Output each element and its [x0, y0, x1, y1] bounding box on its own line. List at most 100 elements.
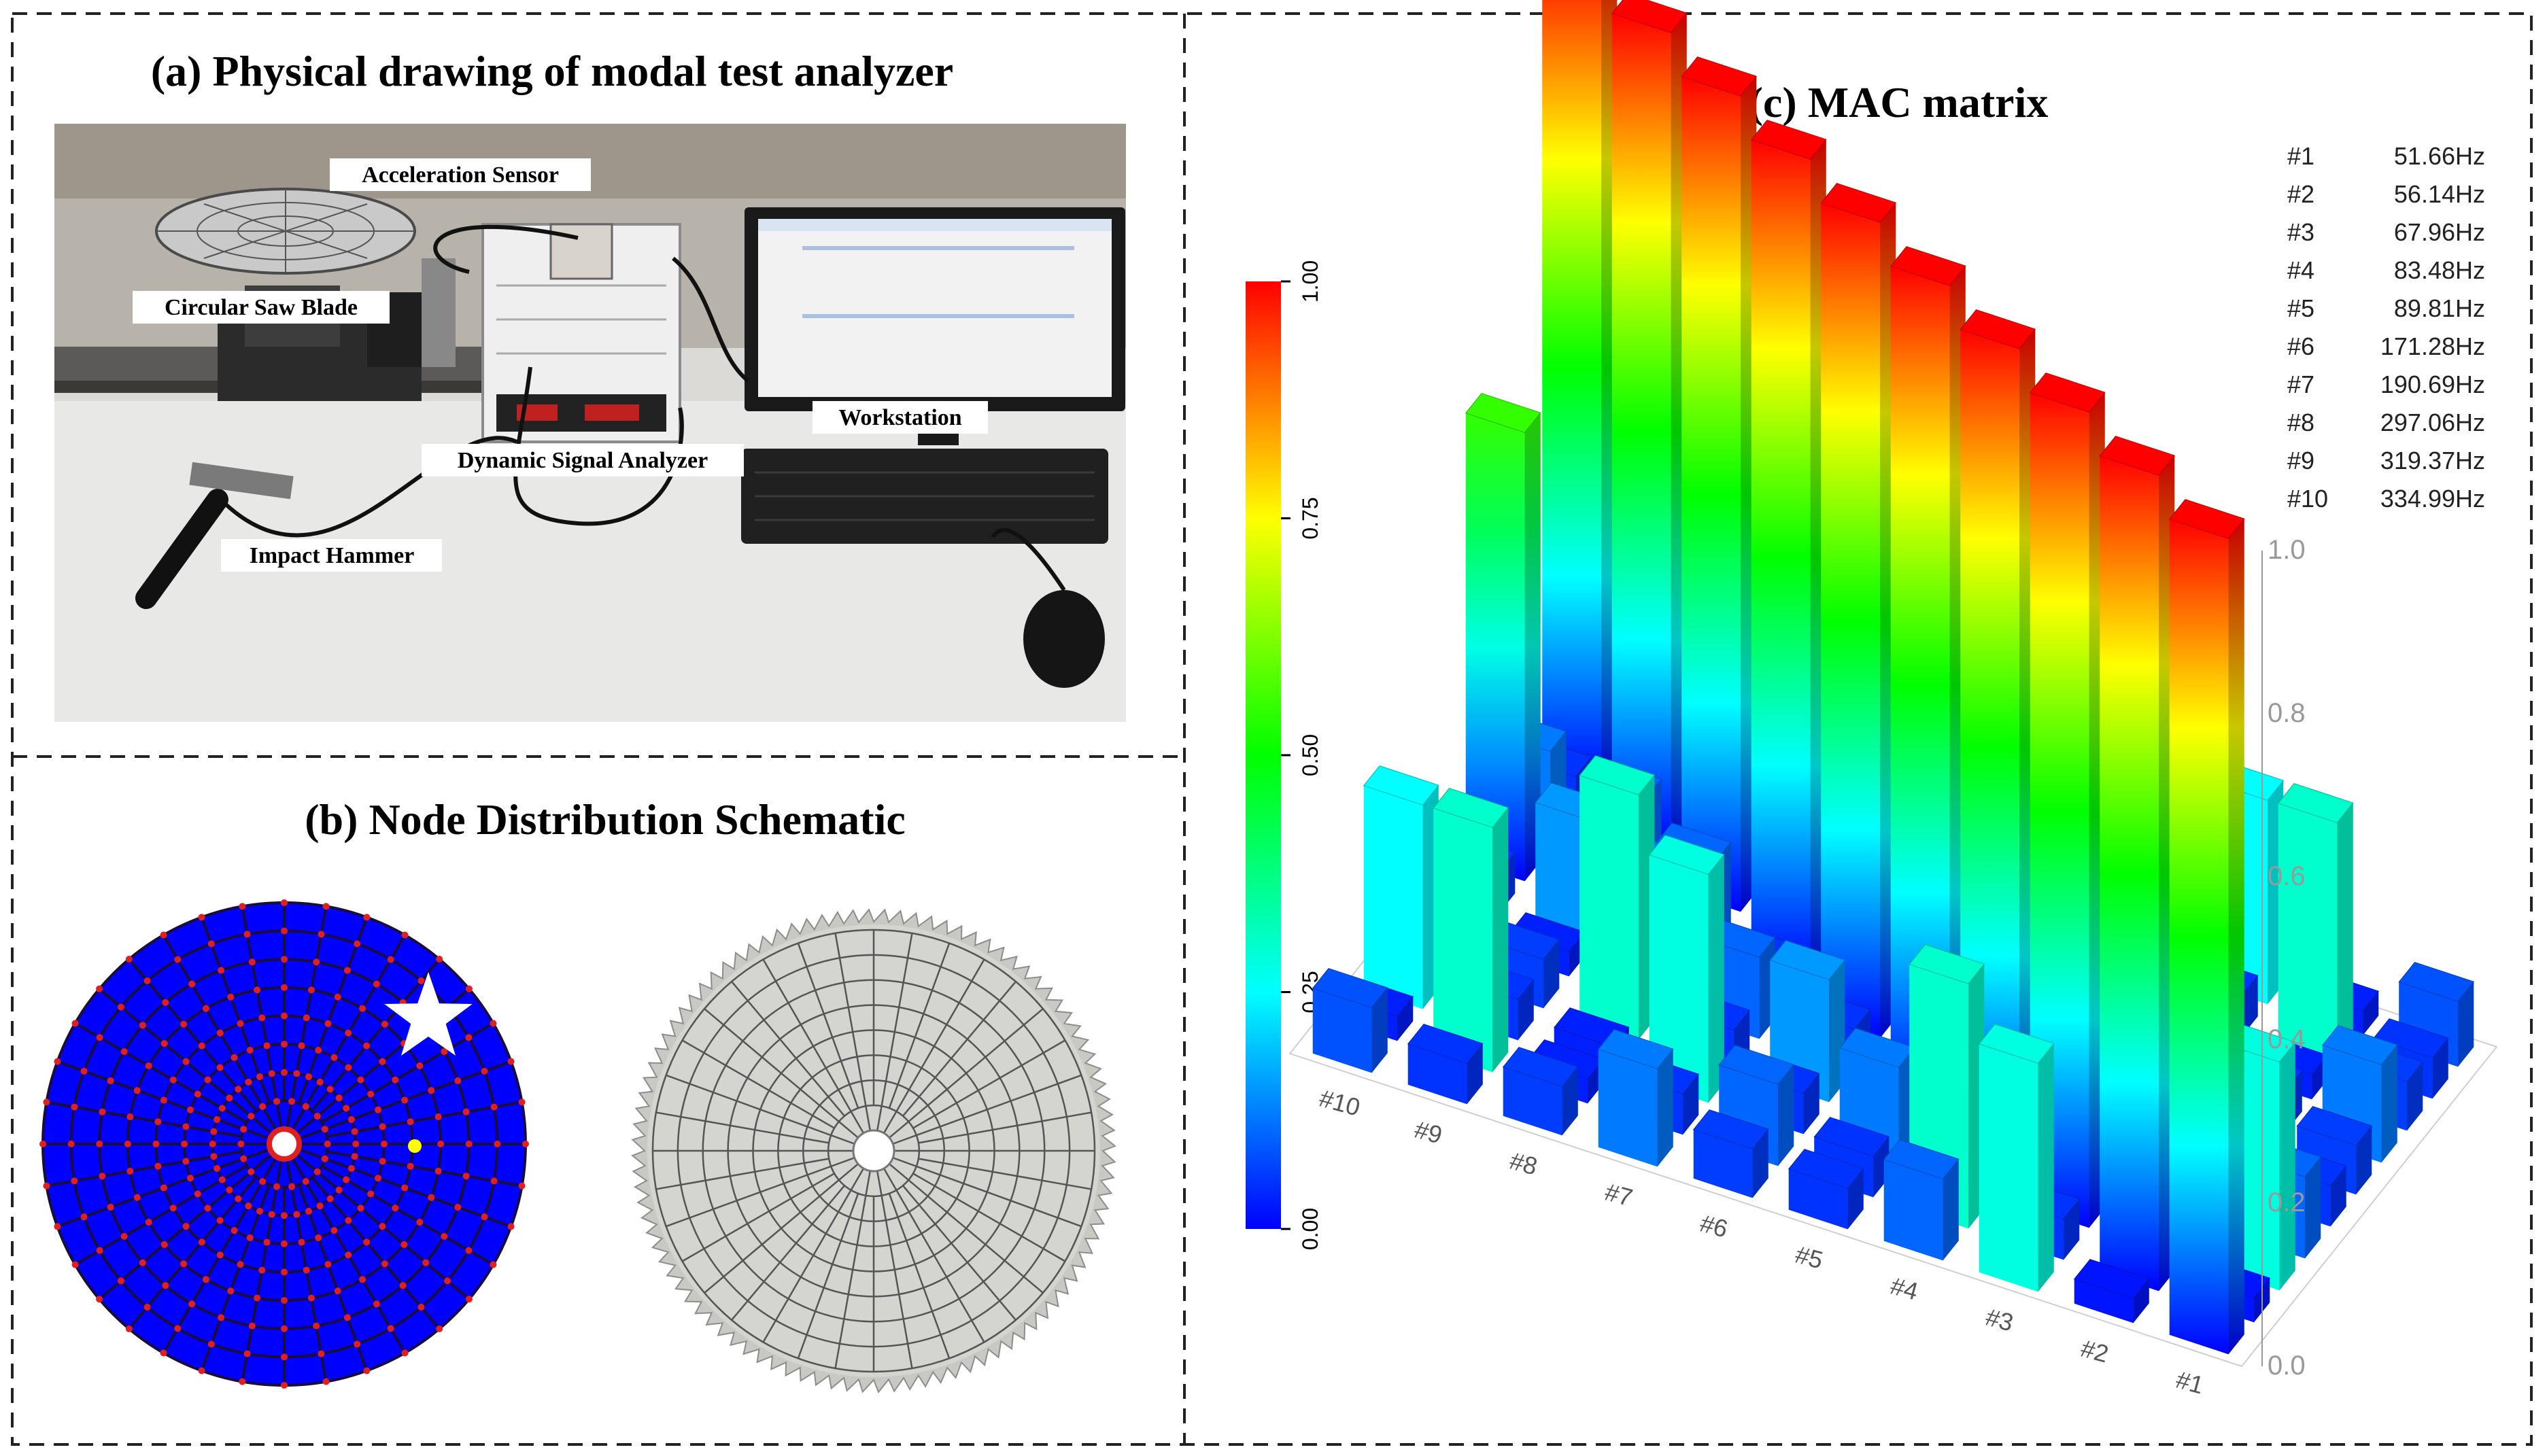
measure-point [408, 1139, 422, 1153]
mesh-node [256, 1207, 264, 1215]
mac-bar-side [1778, 1064, 1794, 1166]
colorbar [1246, 281, 1281, 1229]
mesh-node [363, 1042, 371, 1050]
mesh-node [213, 1116, 221, 1124]
mode-frequency: 51.66Hz [2394, 142, 2485, 170]
mac-bar-top [1579, 755, 1656, 795]
blade-radial-line [889, 1163, 1044, 1294]
mesh-node [315, 1234, 322, 1242]
mesh-node [240, 1155, 247, 1162]
mesh-node [258, 1014, 266, 1022]
mac-bar [2168, 499, 2245, 1355]
mesh-node [174, 956, 182, 963]
mesh-node [182, 1158, 190, 1165]
mesh-node [216, 1029, 224, 1037]
mesh-spoke [311, 958, 441, 1112]
z-tick-label: 0.8 [2268, 698, 2306, 728]
mesh-node [343, 1176, 350, 1183]
blade-radial-line [918, 1158, 1092, 1190]
mesh-node [71, 1261, 79, 1268]
mesh-node [80, 1213, 88, 1221]
mac-bar [2073, 1259, 2150, 1323]
mode-id: #10 [2287, 485, 2328, 513]
mac-bar [1312, 968, 1388, 1073]
mesh-node [400, 1241, 408, 1248]
blade-radial-line [834, 933, 872, 1131]
mesh-node [207, 1340, 215, 1348]
mesh-node [347, 1164, 355, 1172]
mesh-node [39, 1141, 46, 1147]
mode-axis-label: #3 [1983, 1303, 2016, 1337]
mac-bar-front [1363, 785, 1423, 1009]
mesh-node [126, 1113, 134, 1121]
blade-radial-line [797, 943, 859, 1109]
impact-hammer [135, 462, 294, 609]
mesh-node [198, 914, 205, 921]
panel-b: (b) Node Distribution Schematic [0, 757, 1184, 1444]
mesh-node [518, 1098, 526, 1106]
mesh-node [245, 1078, 252, 1086]
mac-bar [1788, 1149, 1864, 1230]
mesh-node [454, 1077, 462, 1085]
mac-bar-side [2133, 1279, 2149, 1323]
mesh-node [107, 1077, 114, 1085]
mac-bar-top [1788, 1149, 1864, 1189]
mode-id: #1 [2287, 142, 2314, 170]
mesh-node [379, 1158, 386, 1165]
mac-bar-front [1598, 1049, 1658, 1167]
mode-frequency: 83.48Hz [2394, 256, 2485, 284]
mesh-node [227, 1287, 235, 1295]
mac-bar [1978, 1024, 2055, 1292]
mesh-node [343, 1105, 350, 1112]
blade-radial-line [892, 1074, 1082, 1145]
mesh-node [330, 1227, 338, 1234]
mesh-node [239, 1378, 246, 1385]
mac-bar [1407, 1024, 1484, 1105]
mesh-node [343, 1314, 351, 1321]
mac-bar-top [2029, 372, 2106, 413]
mac-bar-top [1611, 0, 1688, 33]
mesh-node [273, 1098, 280, 1105]
mesh-node [218, 1105, 226, 1112]
mesh-node [281, 1297, 288, 1304]
mode-frequency: 67.96Hz [2394, 218, 2485, 246]
mesh-node [186, 1175, 194, 1182]
mac-bar-side [1752, 1129, 1768, 1198]
mesh-node [235, 1086, 242, 1093]
mesh-node [302, 1103, 309, 1110]
mesh-spoke [128, 958, 258, 1112]
mesh-node [227, 993, 235, 1001]
mesh-spoke [74, 1164, 247, 1266]
mac-bar-top [2296, 1106, 2373, 1146]
mac-bar-front [2030, 392, 2089, 1228]
mode-axis-label: #10 [1316, 1084, 1363, 1122]
mesh-node [248, 958, 256, 966]
mesh-node [71, 1020, 79, 1027]
mesh-node [345, 1217, 352, 1224]
mesh-node [218, 967, 225, 974]
mac-bar-top [1839, 1028, 1915, 1068]
mac-bar-top [1960, 309, 2036, 349]
mac-bar-front [1751, 139, 1811, 975]
mode-id: #9 [2287, 447, 2314, 474]
mesh-node [273, 1183, 280, 1190]
blade-bore [852, 1129, 895, 1173]
mesh-node [281, 1268, 288, 1276]
mesh-node [324, 1261, 332, 1268]
mesh-node [180, 1260, 188, 1268]
mac-bar-top [1433, 788, 1509, 828]
z-tick-label: 1.0 [2268, 535, 2306, 565]
mac-bar-front [1979, 1043, 2038, 1292]
blade-radial-line [681, 1039, 835, 1129]
mac-bar-top [1978, 1024, 2055, 1064]
mac-bar [1648, 835, 1725, 1103]
mesh-node [335, 1186, 343, 1194]
blade-radial-line [883, 958, 985, 1134]
mac-bar-top [1820, 183, 1897, 223]
mesh-node [380, 1141, 388, 1147]
mode-axis-label: #6 [1697, 1209, 1730, 1243]
blade-radial-line [731, 981, 845, 1117]
mesh-node [354, 1340, 361, 1348]
mesh-node [80, 1067, 88, 1075]
mesh-node [401, 931, 409, 939]
